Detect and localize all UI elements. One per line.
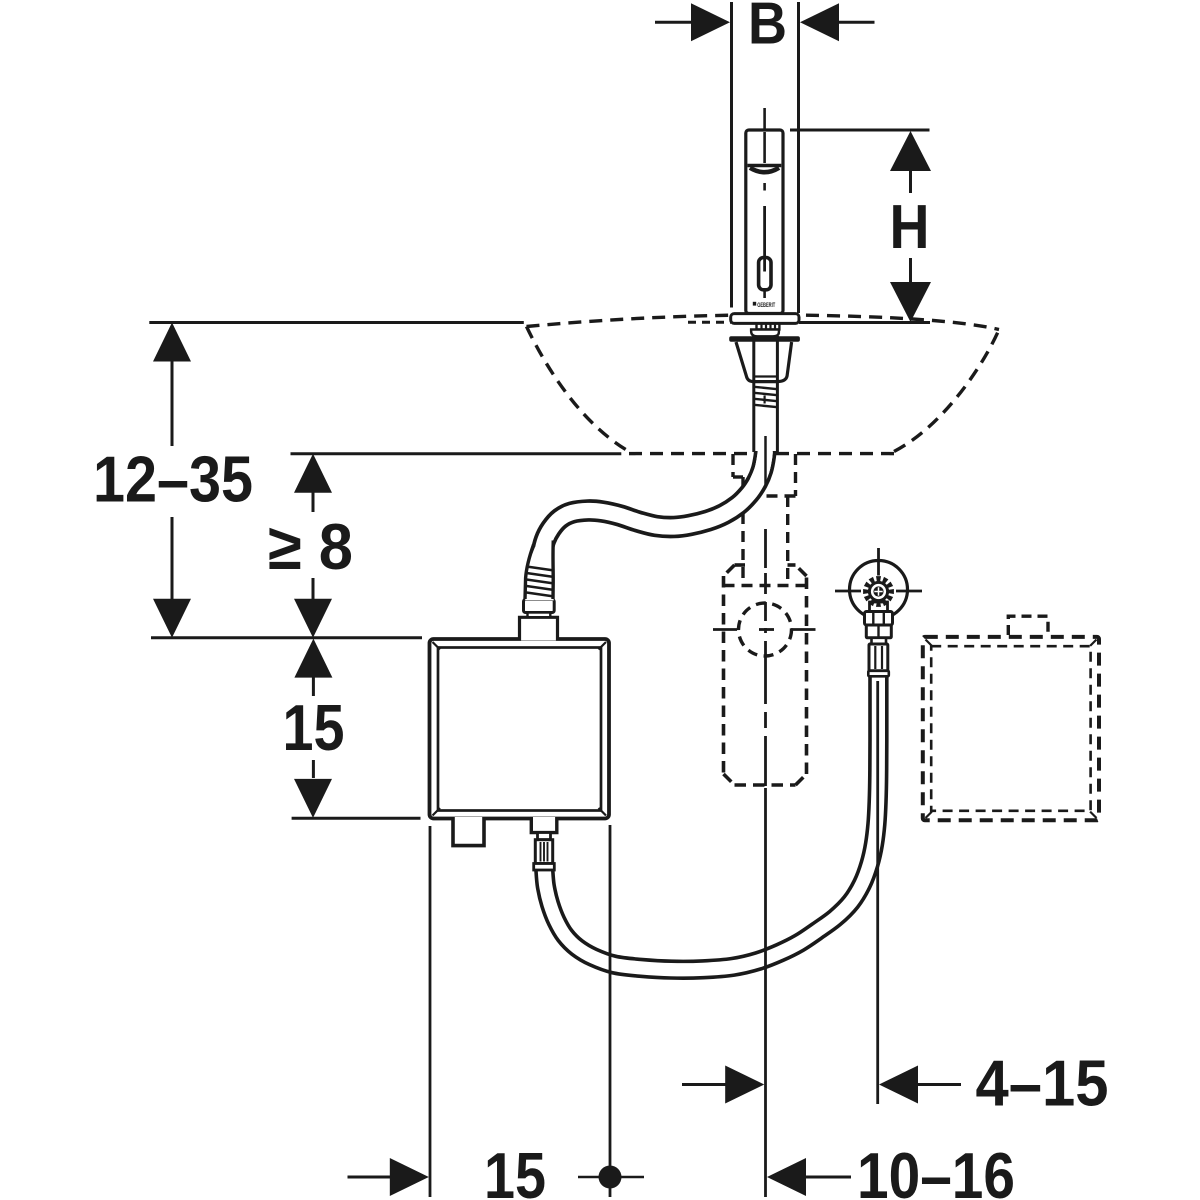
- svg-text:10–16: 10–16: [857, 1139, 1015, 1200]
- svg-text:B: B: [748, 0, 787, 57]
- svg-text:12–35: 12–35: [93, 443, 253, 516]
- svg-text:GEBERIT: GEBERIT: [757, 302, 775, 309]
- svg-text:4–15: 4–15: [976, 1047, 1109, 1120]
- svg-text:H: H: [890, 193, 930, 262]
- svg-text:15: 15: [283, 691, 345, 764]
- svg-text:15: 15: [484, 1139, 546, 1200]
- svg-text:≥ 8: ≥ 8: [268, 510, 353, 583]
